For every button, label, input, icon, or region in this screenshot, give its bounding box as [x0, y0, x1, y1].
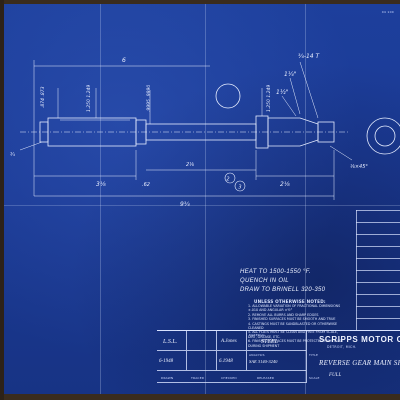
- corner-mark: 04 100: [381, 10, 394, 14]
- dim-shoulder-a: 1¼": [284, 71, 297, 78]
- traced-label: TRACED: [191, 376, 205, 380]
- title-label: TITLE: [309, 353, 319, 357]
- svg-text:3: 3: [238, 185, 241, 191]
- released-date: 6.1948: [219, 359, 233, 364]
- paper-edge-left: [0, 0, 4, 400]
- dim-left-end: ¾: [10, 152, 15, 158]
- fold-line-vertical-3: [305, 0, 306, 400]
- note-item: DIRT, GREASE, ETC.: [248, 334, 281, 339]
- checked-by: A.Jones: [221, 339, 237, 344]
- balloon-2: [224, 172, 236, 184]
- dim-overall-length: 6: [122, 57, 126, 64]
- dim-len-left: 3⅛: [96, 181, 106, 188]
- analysis-label: ANALYSIS: [249, 353, 265, 357]
- company-city: DETROIT, MICH.: [327, 345, 357, 349]
- released-label: RELEASED: [257, 376, 275, 380]
- dim-dia-4: 1.250 1.249: [266, 85, 272, 112]
- drawn-date: 6-1948: [159, 359, 174, 364]
- title-block: L.S.L. 6-1948 A.Jones 6.1948 MATERIAL ST…: [157, 330, 400, 397]
- end-view-outer: [366, 117, 400, 155]
- svg-text:2: 2: [226, 177, 229, 183]
- section-circle: [215, 83, 241, 109]
- note-item: 4. CASTINGS MUST BE SANDBLASTED OR OTHER…: [248, 321, 338, 326]
- note-item: 3. FINISHED SURFACES MUST BE SMOOTH AND …: [248, 317, 336, 322]
- note-item: ±.010 AND ANGULAR ±½°: [248, 308, 293, 313]
- drawn-label: DRAWN: [161, 376, 174, 380]
- material-value: STEEL: [261, 339, 279, 345]
- company-name: SCRIPPS MOTOR CO.: [319, 335, 400, 344]
- end-view-inner: [374, 125, 396, 147]
- dim-shoulder-b: 1½": [276, 89, 289, 96]
- dim-chamfer: ⅛×45°: [350, 164, 368, 170]
- leader-chamfer: [329, 145, 353, 161]
- drawn-by: L.S.L.: [163, 339, 178, 345]
- note-item: DURING SHIPMENT: [248, 343, 280, 348]
- fold-line-vertical-2: [205, 0, 206, 400]
- dim-small: .62: [142, 182, 150, 188]
- dim-dia-1: .874 .873: [40, 86, 46, 108]
- revision-table: [356, 210, 400, 330]
- dim-len-mid: 2⅛: [186, 162, 194, 168]
- fold-line-vertical-1: [100, 0, 101, 400]
- part-title: REVERSE GEAR MAIN SHAFT: [319, 359, 400, 367]
- dim-total-length: 9¾: [180, 201, 190, 208]
- dim-dia-3: .9995 .9990: [146, 85, 152, 112]
- note-item: 5. ALL FLATS MUST BE CLEAN AND FREE FROM…: [248, 330, 338, 335]
- note-item: 1. ALLOWABLE VARIATION OF FRACTIONAL DIM…: [248, 304, 341, 308]
- dim-len-right: 2⅛: [280, 181, 290, 188]
- dim-dia-2: 1.250 1.249: [86, 85, 92, 112]
- paper-edge-top: [0, 0, 400, 4]
- dim-thread: ¾-14 T: [298, 53, 321, 60]
- heat-treatment-notes: HEAT TO 1500-1550 °F. QUENCH IN OIL DRAW…: [240, 268, 355, 348]
- scale-label: SCALE: [309, 376, 320, 380]
- note-draw: DRAW TO BRINELL 320-350: [240, 287, 326, 293]
- scale-value: FULL: [329, 373, 342, 378]
- material-label: MATERIAL: [249, 333, 266, 337]
- note-item: CLEANED: [248, 326, 264, 331]
- fold-line-horizontal: [0, 205, 400, 206]
- leader-thread: [299, 61, 319, 119]
- note-item: 6. FINISHED SURFACES MUST BE PROTECTED F…: [248, 339, 344, 344]
- note-heat: HEAT TO 1500-1550 °F.: [240, 269, 311, 275]
- note-item: 2. REMOVE ALL BURRS AND SHARP EDGES: [248, 312, 319, 317]
- note-quench: QUENCH IN OIL: [240, 278, 289, 284]
- balloon-3: [234, 180, 246, 192]
- analysis-value: SAE 3140-3240: [249, 359, 278, 364]
- checked-label: CHECKED: [221, 376, 237, 380]
- paper-edge-bottom: [0, 394, 400, 400]
- note-unless-heading: UNLESS OTHERWISE NOTED:: [254, 299, 326, 304]
